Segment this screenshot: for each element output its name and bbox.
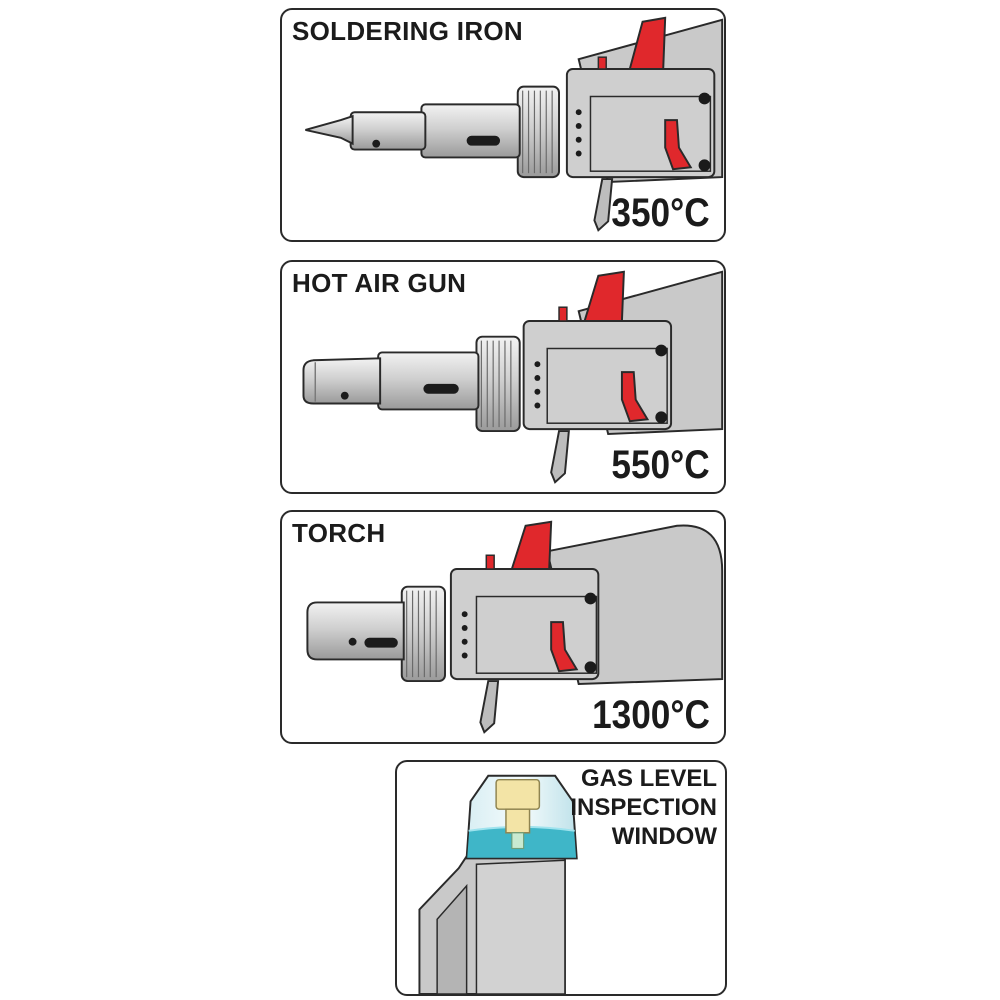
red-ignition-lever xyxy=(664,119,693,171)
tool-head xyxy=(449,568,600,681)
knurled-ring xyxy=(516,85,561,179)
hot-air-nozzle xyxy=(302,357,382,405)
panel-soldering-iron: SOLDERING IRON 350°C xyxy=(280,8,726,242)
panel-hot-air-gun: HOT AIR GUN 550°C xyxy=(280,260,726,494)
gas-title-line-2: INSPECTION xyxy=(570,794,717,821)
panel-torch: TORCH 1300°C xyxy=(280,510,726,744)
barrel xyxy=(377,351,480,411)
gas-window-title: GAS LEVEL INSPECTION WINDOW xyxy=(477,764,717,851)
temperature-label: 550°C xyxy=(611,443,710,487)
knurled-ring xyxy=(400,585,446,683)
soldering-tip-sleeve xyxy=(349,111,427,151)
barrel xyxy=(420,103,521,159)
panel-title: TORCH xyxy=(292,518,386,548)
tool-head xyxy=(565,67,716,179)
hot-air-gun-illustration xyxy=(302,270,724,484)
trigger xyxy=(479,680,500,734)
gas-window-illustration xyxy=(418,774,578,994)
panel-gas-level-window: GAS LEVEL INSPECTION WINDOW xyxy=(395,760,727,996)
gas-title-line-1: GAS LEVEL xyxy=(580,765,717,792)
soldering-iron-illustration xyxy=(305,16,724,232)
trigger xyxy=(593,178,614,232)
temperature-label: 1300°C xyxy=(592,693,710,737)
red-ignition-lever xyxy=(550,621,579,673)
red-top-button xyxy=(628,16,667,70)
trigger xyxy=(550,430,570,484)
torch-nozzle xyxy=(306,601,405,661)
panel-title: HOT AIR GUN xyxy=(292,268,467,298)
tool-head xyxy=(522,319,673,431)
red-top-button xyxy=(510,520,553,570)
red-ignition-lever xyxy=(620,371,650,423)
gas-title-line-3: WINDOW xyxy=(611,823,717,850)
soldering-tip xyxy=(305,114,354,146)
knurled-ring xyxy=(475,335,521,433)
panel-title: SOLDERING IRON xyxy=(292,16,523,46)
red-top-button xyxy=(583,270,625,322)
torch-illustration xyxy=(306,520,724,734)
temperature-label: 350°C xyxy=(611,191,710,235)
